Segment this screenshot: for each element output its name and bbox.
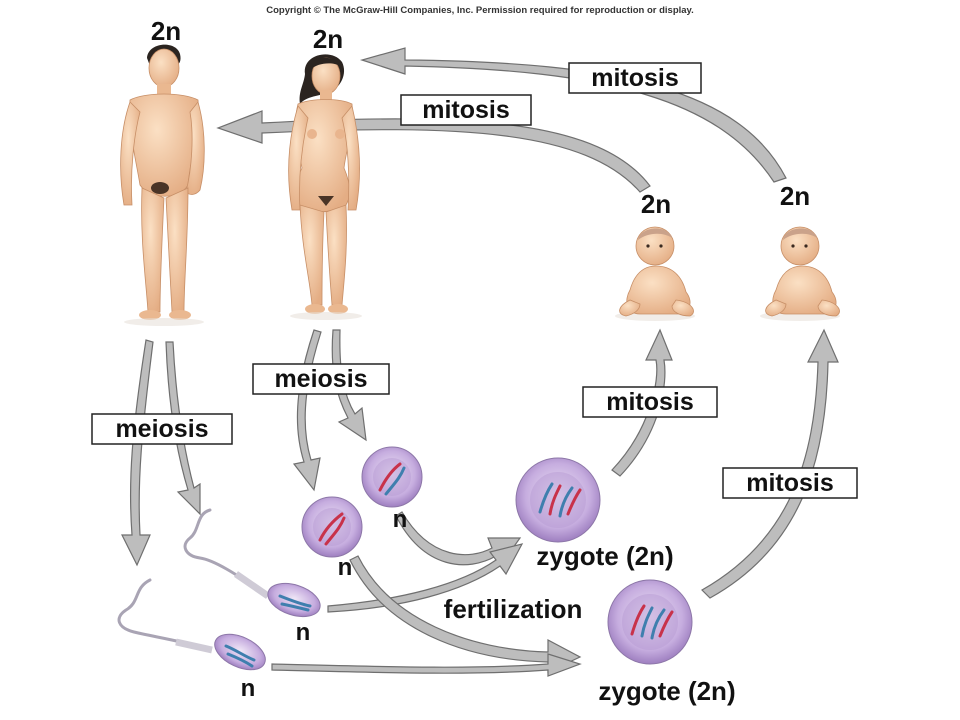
mitosis-upper-label: mitosis bbox=[422, 96, 510, 124]
copyright-notice: Copyright © The McGraw-Hill Companies, I… bbox=[266, 5, 694, 16]
arrows bbox=[121, 47, 839, 677]
meiosis-female-box bbox=[252, 363, 390, 395]
mitosis-lower-right-label: mitosis bbox=[746, 469, 834, 497]
fertilization-label: fertilization bbox=[444, 594, 583, 624]
ploidy-female-label: 2n bbox=[313, 24, 343, 54]
mitosis-upper-box bbox=[400, 94, 532, 126]
baby-figure-1 bbox=[615, 226, 695, 321]
meiosis-female-label: meiosis bbox=[274, 365, 367, 393]
mitosis-lower-left-box bbox=[582, 386, 718, 418]
sperm-n-label-1: n bbox=[296, 619, 311, 646]
arrow-sperm-to-zygote-2 bbox=[271, 653, 582, 677]
plain-labels: 2n 2n 2n 2n n n n n zygote (2n) fertiliz… bbox=[151, 16, 810, 706]
egg-cell-1 bbox=[361, 446, 423, 508]
arrow-mitosis-lower-left bbox=[611, 328, 673, 477]
sperm-n-label-2: n bbox=[241, 675, 256, 702]
ploidy-male-label: 2n bbox=[151, 16, 181, 46]
zygote-2-label: zygote (2n) bbox=[598, 676, 735, 706]
female-figure bbox=[288, 54, 362, 320]
egg-n-label-2: n bbox=[338, 554, 353, 581]
mitosis-lower-left-label: mitosis bbox=[606, 388, 694, 416]
ploidy-baby-1-label: 2n bbox=[641, 189, 671, 219]
male-figure bbox=[120, 44, 205, 326]
ploidy-baby-2-label: 2n bbox=[780, 181, 810, 211]
zygote-cell-1 bbox=[515, 457, 601, 543]
arrow-meiosis-female-1 bbox=[292, 329, 322, 492]
zygote-1-label: zygote (2n) bbox=[536, 541, 673, 571]
meiosis-male-label: meiosis bbox=[115, 415, 208, 443]
meiosis-male-box bbox=[91, 413, 233, 445]
sperm-cell-1 bbox=[183, 508, 321, 618]
arrow-mitosis-upper bbox=[216, 110, 651, 193]
egg-cell-2 bbox=[301, 496, 363, 558]
mitosis-top-label: mitosis bbox=[591, 64, 679, 92]
arrow-meiosis-male-1 bbox=[121, 339, 154, 567]
label-boxes: mitosis mitosis meiosis meiosis mitosis … bbox=[91, 62, 858, 499]
mitosis-top-box bbox=[568, 62, 702, 94]
sperm-cell-2 bbox=[117, 578, 266, 671]
baby-figure-2 bbox=[760, 226, 840, 321]
mitosis-lower-right-box bbox=[722, 467, 858, 499]
zygote-cell-2 bbox=[607, 579, 693, 665]
arrow-mitosis-lower-right bbox=[701, 328, 839, 599]
egg-n-label-1: n bbox=[393, 506, 408, 533]
arrow-meiosis-male-2 bbox=[165, 341, 201, 516]
